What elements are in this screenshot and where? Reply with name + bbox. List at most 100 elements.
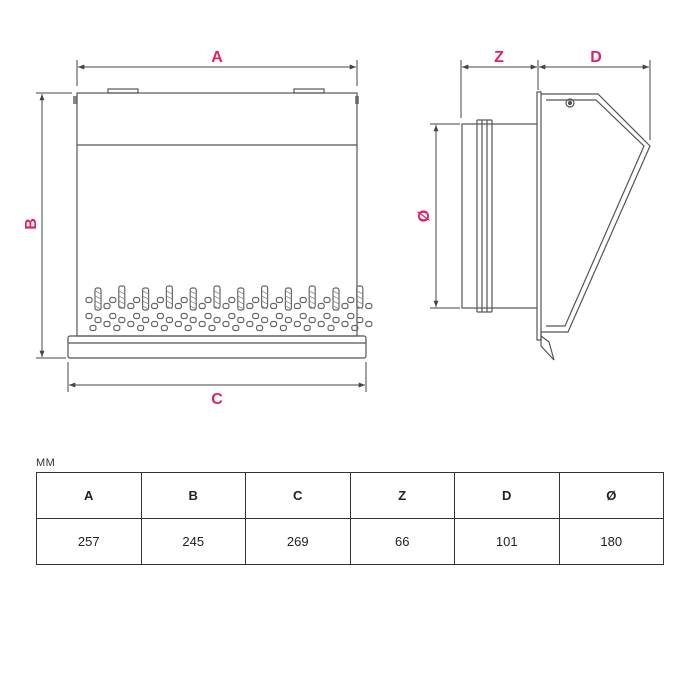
- vent-hole: [165, 316, 173, 324]
- vent-hole: [237, 316, 245, 324]
- vent-hatch: [356, 290, 363, 295]
- vent-hole: [299, 296, 307, 304]
- side-screw-icon: [565, 98, 575, 108]
- vent-hatch: [166, 300, 173, 305]
- vent-hole: [189, 316, 197, 324]
- vent-hatch: [261, 295, 268, 300]
- vent-hole: [127, 302, 135, 310]
- vent-hatch: [213, 300, 221, 305]
- vent-hatch: [356, 295, 363, 300]
- vent-hole: [252, 296, 260, 304]
- vent-hatch: [237, 295, 244, 300]
- value-diameter: 180: [558, 518, 664, 565]
- side-view: [461, 91, 651, 361]
- label-d: D: [590, 49, 602, 66]
- vent-hatch: [166, 290, 173, 295]
- vent-hatch: [118, 295, 125, 300]
- value-d: 101: [454, 518, 560, 565]
- vent-hatch: [332, 305, 340, 310]
- vent-hatch: [190, 295, 197, 300]
- vent-hole: [323, 312, 331, 320]
- vent-slot: [165, 285, 173, 309]
- vent-hole: [246, 320, 254, 328]
- vent-hole: [256, 324, 264, 332]
- vent-hatch: [142, 300, 149, 305]
- vent-slot: [261, 285, 269, 309]
- vent-hole: [365, 320, 373, 328]
- vent-hole: [184, 324, 192, 332]
- vent-hole: [142, 316, 150, 324]
- vent-hole: [156, 296, 164, 304]
- vent-hatch: [309, 295, 316, 300]
- front-side-clip-left: [73, 96, 77, 104]
- vent-hole: [293, 302, 301, 310]
- value-z: 66: [349, 518, 455, 565]
- vent-hatch: [356, 305, 363, 310]
- vent-slot: [356, 285, 364, 309]
- label-diameter: Ø: [416, 210, 433, 222]
- vent-hatch: [237, 300, 244, 305]
- side-hood: [541, 93, 651, 333]
- value-b: 245: [140, 518, 246, 565]
- vent-hole: [332, 316, 340, 324]
- vent-hole: [103, 302, 111, 310]
- vent-hole: [270, 302, 278, 310]
- vent-hatch: [237, 305, 244, 310]
- vent-hole: [94, 316, 102, 324]
- side-hood-inner: [546, 99, 645, 327]
- vent-hole: [222, 302, 230, 310]
- vent-hole: [317, 302, 325, 310]
- vent-hatch: [309, 290, 316, 295]
- vent-hole: [284, 316, 292, 324]
- vent-hatch: [166, 295, 173, 300]
- technical-drawing: A B C Z D Ø: [23, 49, 651, 408]
- vent-hatch: [190, 305, 197, 310]
- vent-hatch: [332, 295, 340, 300]
- vent-hole: [303, 324, 311, 332]
- vent-hatch: [261, 300, 268, 305]
- vent-hole: [365, 302, 373, 310]
- side-pipe: [461, 123, 539, 309]
- vent-hatch: [94, 295, 102, 300]
- vent-hole: [347, 296, 355, 304]
- vent-hole: [228, 296, 236, 304]
- value-a: 257: [36, 518, 142, 565]
- vent-hole: [156, 312, 164, 320]
- vent-hatch: [309, 300, 316, 305]
- vent-hole: [279, 324, 287, 332]
- vent-hole: [317, 320, 325, 328]
- vent-hole: [109, 296, 117, 304]
- vent-hole: [160, 324, 168, 332]
- vent-hatch: [94, 300, 102, 305]
- vent-hole: [213, 316, 221, 324]
- vent-hatch: [261, 290, 268, 295]
- vent-hole: [308, 316, 316, 324]
- vent-hatch: [118, 300, 125, 305]
- vent-hatch: [213, 295, 221, 300]
- side-dimensions: [430, 60, 651, 309]
- vent-hatch: [285, 295, 292, 300]
- vent-hatch: [118, 290, 125, 295]
- vent-hatch: [332, 300, 340, 305]
- vent-hole: [85, 312, 93, 320]
- vent-hole: [341, 302, 349, 310]
- label-b: B: [23, 218, 40, 230]
- vent-hole: [356, 316, 364, 324]
- vent-hatch: [190, 300, 197, 305]
- vent-hatch: [285, 305, 292, 310]
- vent-hatch: [261, 305, 268, 310]
- vent-hole: [174, 320, 182, 328]
- vent-hole: [85, 296, 93, 304]
- vent-hole: [323, 296, 331, 304]
- vent-hatch: [285, 300, 292, 305]
- front-base-plate: [67, 335, 367, 359]
- vent-hole: [198, 320, 206, 328]
- front-dimensions: [36, 60, 367, 392]
- header-d: D: [454, 472, 560, 519]
- vent-hole: [180, 296, 188, 304]
- vent-hatch: [285, 290, 292, 295]
- vent-hole: [109, 312, 117, 320]
- vent-hole: [275, 296, 283, 304]
- vent-hole: [351, 324, 359, 332]
- vent-hole: [204, 296, 212, 304]
